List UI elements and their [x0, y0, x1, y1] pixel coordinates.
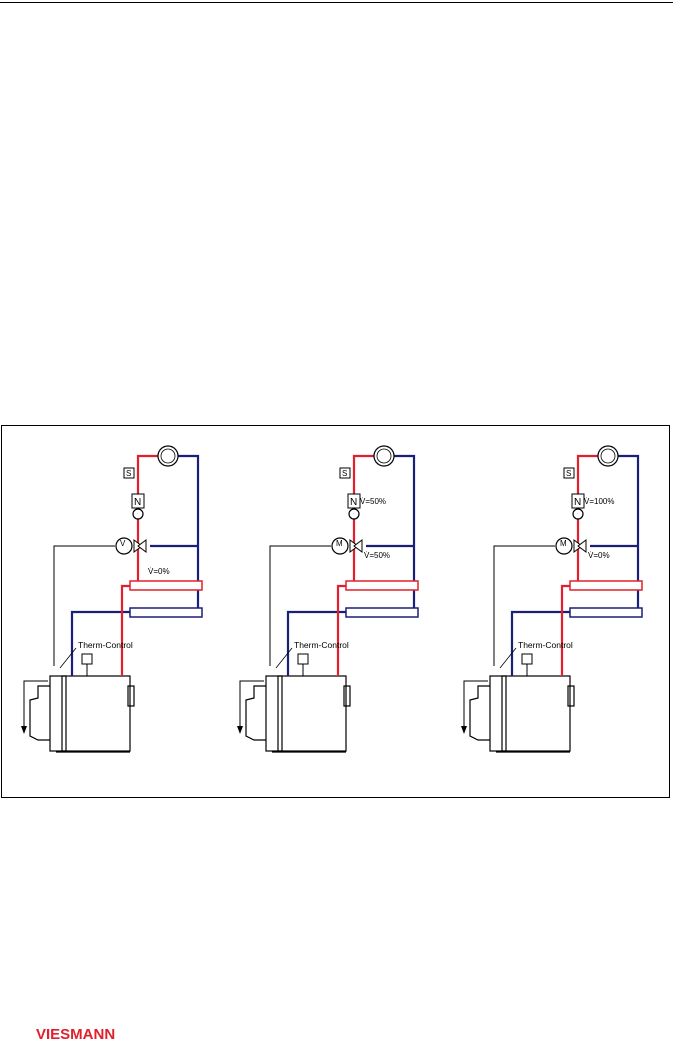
valve-actuator — [555, 537, 573, 555]
figure-frame — [1, 425, 670, 798]
therm-control-label: Therm-Control — [294, 640, 349, 650]
heat-exchanger-top — [345, 580, 419, 591]
flue-arrow — [239, 680, 264, 726]
pump-flow-rate: V̇=100% — [584, 497, 614, 506]
pump-letter: N — [350, 497, 357, 508]
mixing-valve-icon-2 — [137, 539, 147, 553]
therm-control-pointer — [499, 647, 517, 669]
therm-control-pointer — [59, 647, 77, 669]
flow-temp-sensor — [563, 467, 575, 479]
hydraulic-diagram-1: S N V V̇=0% Therm-Control — [10, 436, 240, 776]
pump-letter: N — [574, 497, 581, 508]
sensor-letter: S — [566, 469, 571, 478]
valve-letter: M — [336, 539, 343, 548]
therm-control-pointer — [275, 647, 293, 669]
flow-temp-sensor — [339, 467, 351, 479]
pump-icon — [348, 508, 360, 520]
flow-temp-sensor — [123, 467, 135, 479]
pump-letter: N — [134, 497, 141, 508]
control-wire — [269, 545, 331, 666]
header-rule — [0, 2, 673, 3]
flue-arrow-head — [461, 726, 467, 734]
boiler — [29, 675, 135, 753]
mixing-valve-icon-2 — [353, 539, 363, 553]
heating-consumer-inner — [376, 448, 392, 464]
flue-arrow-head — [237, 726, 243, 734]
hydraulic-diagram-3: S N V̇=100% M V̇=0% Therm-Control — [450, 436, 673, 776]
mixing-valve-icon-2 — [577, 539, 587, 553]
valve-letter: V — [120, 539, 126, 548]
therm-control-label: Therm-Control — [518, 640, 573, 650]
sensor-letter: S — [126, 469, 131, 478]
pump-icon — [132, 508, 144, 520]
hydraulic-diagram-2: S N V̇=50% M V̇=50% Therm-Control — [226, 436, 456, 776]
heating-consumer-inner — [160, 448, 176, 464]
pump-box — [571, 493, 585, 509]
viessmann-logo-text: VIESMANN — [36, 1026, 115, 1043]
pump-flow-rate: V̇=50% — [360, 497, 386, 506]
heating-consumer-inner — [600, 448, 616, 464]
pump-icon — [572, 508, 584, 520]
bypass-flow-rate: V̇=0% — [588, 551, 610, 560]
viessmann-logo: VIESMANN — [36, 1023, 136, 1045]
therm-control-sensor — [521, 653, 533, 665]
therm-control-label: Therm-Control — [78, 640, 133, 650]
control-wire — [53, 545, 115, 666]
bypass-flow-rate: V̇=0% — [148, 567, 170, 576]
flue-arrow — [463, 680, 488, 726]
valve-actuator — [331, 537, 349, 555]
valve-actuator — [115, 537, 133, 555]
therm-control-sensor — [297, 653, 309, 665]
boiler — [469, 675, 575, 753]
therm-control-sensor — [81, 653, 93, 665]
bypass-flow-rate: V̇=50% — [364, 551, 390, 560]
pump-box — [347, 493, 361, 509]
heat-exchanger-top — [569, 580, 643, 591]
flue-arrow-head — [21, 726, 27, 734]
valve-letter: M — [560, 539, 567, 548]
pump-box — [131, 493, 145, 509]
heat-exchanger-bottom — [129, 607, 203, 618]
boiler — [245, 675, 351, 753]
flue-arrow — [23, 680, 48, 726]
control-wire — [493, 545, 555, 666]
heat-exchanger-bottom — [345, 607, 419, 618]
sensor-letter: S — [342, 469, 347, 478]
heat-exchanger-top — [129, 580, 203, 591]
heat-exchanger-bottom — [569, 607, 643, 618]
